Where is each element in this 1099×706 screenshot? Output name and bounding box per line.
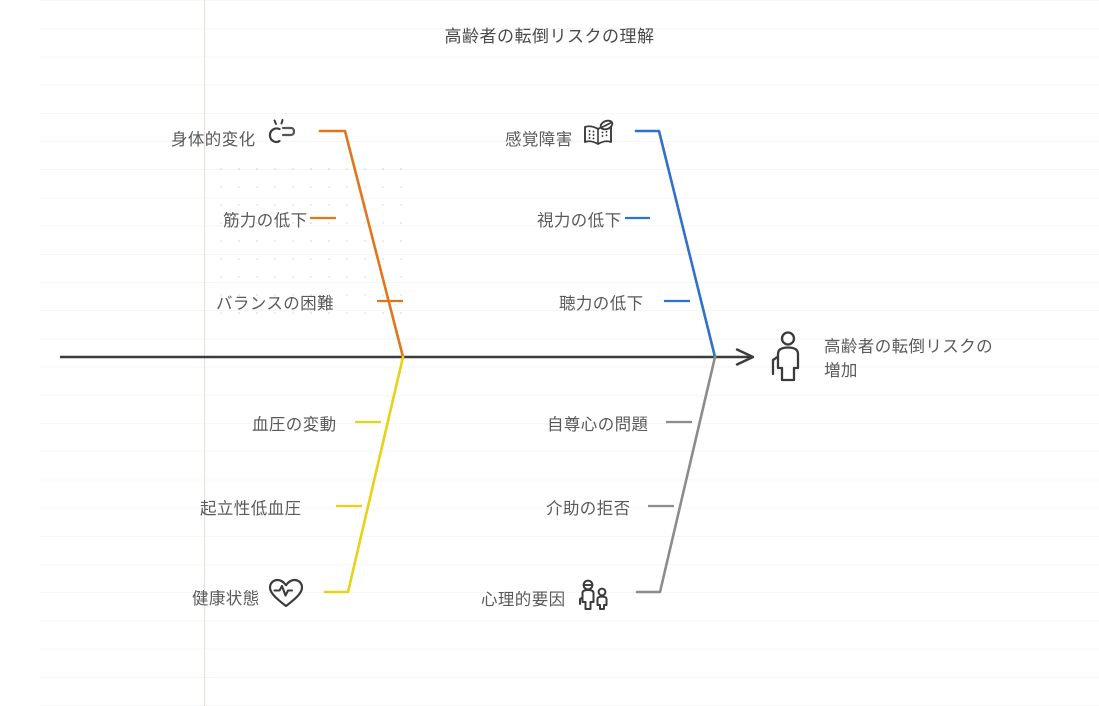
effect-label-line2: 増加 [824,361,858,380]
two-people-icon [574,578,612,617]
braille-book-icon [581,118,615,157]
cause-label-hearing-decline[interactable]: 聴力の低下 [559,295,644,313]
cause-label-muscle-weakness[interactable]: 筋力の低下 [223,212,308,230]
body-movement-icon [264,118,298,157]
effect-label: 高齢者の転倒リスクの 増加 [824,336,993,384]
heart-pulse-icon [268,578,304,615]
category-label-physical-changes[interactable]: 身体的変化 [171,118,298,157]
branch-line-health [323,355,405,594]
category-text-health-condition: 健康状態 [192,589,260,608]
branch-health-condition [323,355,405,594]
branch-psychological-factors [635,355,717,594]
branch-sensory-impairment [625,129,717,359]
category-label-health-condition[interactable]: 健康状態 [192,578,304,615]
category-text-physical-changes: 身体的変化 [171,130,256,149]
cause-label-vision-decline[interactable]: 視力の低下 [537,212,622,230]
diagram-title: 高齢者の転倒リスクの理解 [444,27,655,46]
category-text-psychological-factors: 心理的要因 [481,590,566,609]
spine-arrow-icon [735,348,755,366]
effect-box[interactable]: 高齢者の転倒リスクの 増加 [766,330,993,389]
category-text-sensory-impairment: 感覚障害 [505,130,573,149]
category-label-sensory-impairment[interactable]: 感覚障害 [505,118,615,157]
cause-label-blood-pressure-fluctuation[interactable]: 血圧の変動 [252,416,337,434]
branch-line-sensory [634,129,717,359]
branch-line-physical [318,129,405,359]
cause-label-orthostatic-hypotension[interactable]: 起立性低血圧 [200,500,302,518]
effect-label-line1: 高齢者の転倒リスクの [824,337,993,356]
category-label-psychological-factors[interactable]: 心理的要因 [481,578,612,617]
branch-physical-changes [310,129,405,359]
cause-label-self-esteem-issues[interactable]: 自尊心の問題 [547,416,649,434]
branch-line-psych [635,355,717,594]
cause-label-balance-difficulty[interactable]: バランスの困難 [216,295,334,313]
elderly-person-icon [766,330,810,389]
cause-label-refusal-of-assistance[interactable]: 介助の拒否 [546,500,631,518]
spine-group [60,348,755,366]
